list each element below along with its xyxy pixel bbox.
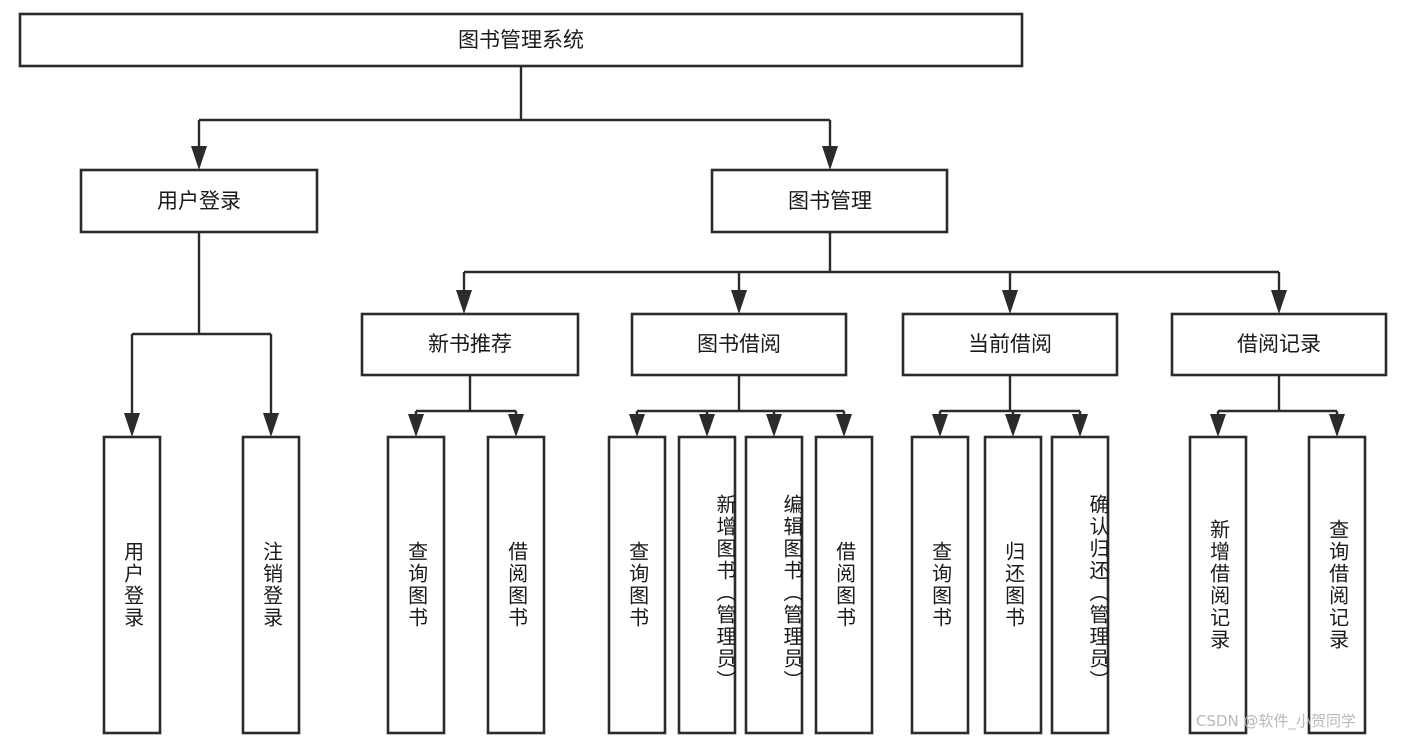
node-book-manage[interactable]: 图书管理 [710, 168, 949, 234]
arrow-head-borrow-record [1271, 290, 1287, 314]
arrow-head-new-book-rec [456, 290, 472, 314]
node-new-book-rec[interactable]: 新书推荐 [360, 312, 580, 377]
arrow-head-leaf-logout [263, 413, 279, 437]
node-leaf-logout-box[interactable] [241, 435, 301, 735]
arrow-head-leaf-edit-book [766, 414, 782, 437]
arrow-head-leaf-borrow-book-1 [508, 414, 524, 437]
node-current-borrow[interactable]: 当前借阅 [901, 312, 1119, 377]
leaf-box-group [102, 435, 1367, 735]
watermark-text: CSDN @软件_小贺同学 [1196, 712, 1357, 730]
node-leaf-borrow-book-2-box[interactable] [814, 435, 874, 735]
connector-group-book-manage [456, 232, 1287, 314]
connector-group-root [191, 66, 838, 170]
arrow-head-leaf-query-book-1 [408, 414, 424, 437]
node-new-book-rec-box[interactable] [360, 312, 580, 377]
connector-group-new-book-rec [408, 375, 524, 437]
arrow-head-leaf-query-book-2 [629, 414, 645, 437]
node-root-label: 图书管理系统 [458, 28, 584, 52]
arrow-head-book-borrow [731, 290, 747, 314]
node-borrow-record-label: 借阅记录 [1237, 332, 1321, 356]
node-current-borrow-box[interactable] [901, 312, 1119, 377]
arrow-head-leaf-add-record [1210, 414, 1226, 437]
connector-group-current-borrow [932, 375, 1088, 437]
arrow-head-current-borrow [1002, 290, 1018, 314]
arrow-head-leaf-borrow-book-2 [836, 414, 852, 437]
node-root[interactable]: 图书管理系统 [18, 12, 1024, 68]
arrow-head-user-login [191, 146, 207, 170]
node-borrow-record-box[interactable] [1170, 312, 1388, 377]
node-leaf-add-record-box[interactable] [1188, 435, 1248, 735]
arrow-head-leaf-confirm-return [1072, 414, 1088, 437]
node-borrow-record[interactable]: 借阅记录 [1170, 312, 1388, 377]
node-book-borrow-label: 图书借阅 [697, 332, 781, 356]
node-book-borrow-box[interactable] [630, 312, 848, 377]
node-leaf-query-book-2-box[interactable] [607, 435, 667, 735]
arrow-head-leaf-user-login [124, 413, 140, 437]
node-book-borrow[interactable]: 图书借阅 [630, 312, 848, 377]
node-leaf-query-book-1-box[interactable] [386, 435, 446, 735]
node-book-manage-label: 图书管理 [788, 189, 872, 213]
arrow-head-leaf-return-book [1005, 414, 1021, 437]
node-leaf-add-book-box[interactable] [677, 435, 737, 735]
arrow-head-book-manage [822, 146, 838, 170]
node-new-book-rec-label: 新书推荐 [428, 332, 512, 356]
arrow-head-leaf-query-book-3 [932, 414, 948, 437]
node-leaf-return-book-box[interactable] [983, 435, 1043, 735]
node-leaf-query-book-3-box[interactable] [910, 435, 970, 735]
node-leaf-borrow-book-1-box[interactable] [486, 435, 546, 735]
arrow-head-leaf-query-record [1329, 414, 1345, 437]
connector-group-borrow-record [1210, 375, 1345, 437]
node-leaf-user-login-box[interactable] [102, 435, 162, 735]
arrow-head-leaf-add-book [699, 414, 715, 437]
connector-group-book-borrow [629, 375, 852, 437]
node-leaf-edit-book-box[interactable] [744, 435, 804, 735]
node-leaf-query-record-box[interactable] [1307, 435, 1367, 735]
node-book-manage-box[interactable] [710, 168, 949, 234]
node-current-borrow-label: 当前借阅 [968, 332, 1052, 356]
node-leaf-confirm-return-box[interactable] [1050, 435, 1110, 735]
node-user-login-label: 用户登录 [157, 189, 241, 213]
node-root-box[interactable] [18, 12, 1024, 68]
connector-group-user-login [124, 232, 279, 437]
node-user-login-box[interactable] [79, 168, 319, 234]
node-user-login[interactable]: 用户登录 [79, 168, 319, 234]
